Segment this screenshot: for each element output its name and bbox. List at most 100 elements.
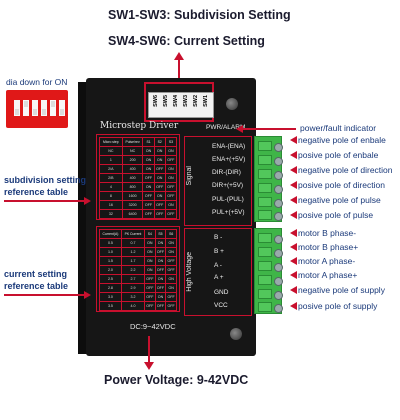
label-enable-positive: posive pole of enbale <box>298 150 379 160</box>
current-table-frame <box>96 226 180 312</box>
table-cell: OFF <box>153 182 166 192</box>
terminal-slot <box>258 210 272 220</box>
label-arrow-icon <box>290 286 297 294</box>
table-header-cell: Pulse/rev <box>121 137 144 147</box>
table-cell: OFF <box>164 191 178 201</box>
mounting-screw-icon <box>230 328 242 340</box>
table-cell: OFF <box>164 209 178 219</box>
table-header-row: Micro step Pulse/rev S1 S2 S3 <box>99 137 178 147</box>
power-group-frame <box>184 228 252 316</box>
table-cell: 1600 <box>121 191 144 201</box>
table-cell: ON <box>153 173 166 183</box>
table-cell: OFF <box>142 191 155 201</box>
indicator-connector-line <box>240 128 296 130</box>
dip-knob <box>60 109 64 115</box>
table-header-cell: S1 <box>142 137 155 147</box>
pin-label-ena-neg: ENA-(ENA) <box>212 143 246 150</box>
label-arrow-icon <box>290 196 297 204</box>
switch-label: SW6 <box>153 95 159 107</box>
table-cell: OFF <box>154 247 167 257</box>
switch-label: SW4 <box>173 95 179 107</box>
label-motor-a-pos: motor A phase+ <box>298 270 358 280</box>
table-cell: OFF <box>154 283 167 293</box>
table-header-cell: Current(A) <box>99 229 122 239</box>
label-arrow-icon <box>290 302 297 310</box>
table-cell: 4.0 <box>120 301 146 311</box>
table-cell: ON <box>153 155 166 165</box>
table-cell: NC <box>121 146 144 156</box>
table-cell: ON <box>165 247 177 257</box>
table-cell: 0.7 <box>120 238 146 248</box>
terminal-slot <box>258 183 272 193</box>
high-voltage-label: High Voltage <box>186 252 193 292</box>
table-cell: OFF <box>142 173 155 183</box>
table-cell: 32 <box>99 209 123 219</box>
pin-label-dir-neg: DIR-(DIR) <box>212 169 241 176</box>
dip-note: dia down for ON <box>6 77 68 87</box>
table-cell: OFF <box>165 256 177 266</box>
label-arrow-icon <box>290 211 297 219</box>
dip-switch-block[interactable]: SW6 SW5 SW4 SW3 SW2 SW1 <box>148 92 214 118</box>
pin-label-a-neg: A - <box>214 262 222 269</box>
dip-slot <box>41 100 47 116</box>
header-subdivision-setting: SW1-SW3: Subdivision Setting <box>108 8 291 22</box>
label-arrow-icon <box>290 271 297 279</box>
table-cell: 8 <box>99 191 123 201</box>
label-current-line1: current setting <box>4 269 68 279</box>
terminal-slot <box>258 247 272 257</box>
table-cell: OFF <box>144 274 156 284</box>
label-supply-negative: negative pole of supply <box>298 285 385 295</box>
table-cell: ON <box>165 283 177 293</box>
table-header-cell: S4 <box>144 229 156 239</box>
header-connector-arrow <box>174 52 184 60</box>
pwr-alarm-label: PWR/ALARM <box>206 124 246 131</box>
terminal-screw-icon <box>274 212 283 221</box>
table-cell: ON <box>164 173 178 183</box>
label-arrow-icon <box>290 243 297 251</box>
dip-knob <box>15 109 19 115</box>
table-cell: ON <box>142 155 155 165</box>
table-cell: OFF <box>165 265 177 275</box>
label-motor-b-pos: motor B phase+ <box>298 242 359 252</box>
terminal-slot <box>258 169 272 179</box>
pin-label-gnd: GND <box>214 289 229 296</box>
pin-label-vcc: VCC <box>214 302 228 309</box>
driver-title: Microstep Driver <box>100 121 179 131</box>
table-header-cell: S5 <box>154 229 167 239</box>
power-terminal-block[interactable] <box>254 228 283 314</box>
table-cell: ON <box>142 182 155 192</box>
label-current-line2: reference table <box>4 281 69 291</box>
micro-table-frame <box>96 134 180 220</box>
label-arrow-icon <box>290 151 297 159</box>
table-cell: ON <box>154 274 167 284</box>
terminal-screw-icon <box>274 185 283 194</box>
label-subdivision-line2: reference table <box>4 187 69 197</box>
table-cell: OFF <box>142 209 155 219</box>
pin-label-pul-neg: PUL-(PUL) <box>212 196 244 203</box>
table-cell: OFF <box>154 265 167 275</box>
label-arrow-icon <box>290 181 297 189</box>
terminal-screw-icon <box>274 277 283 286</box>
signal-terminal-block[interactable] <box>254 136 283 222</box>
power-connector-line <box>148 336 150 364</box>
pin-label-b-neg: B - <box>214 234 223 241</box>
table-cell: 1.5 <box>99 256 122 266</box>
terminal-slot <box>258 302 272 312</box>
switch-label: SW2 <box>193 95 199 107</box>
label-motor-a-neg: motor A phase- <box>298 256 356 266</box>
table-cell: 16 <box>99 200 123 210</box>
table-cell: 2.9 <box>120 283 146 293</box>
dip-knob <box>33 109 37 115</box>
table-cell: ON <box>144 247 156 257</box>
table-cell: ON <box>144 256 156 266</box>
current-connector-arrow <box>84 290 91 299</box>
dip-slot <box>32 100 38 116</box>
terminal-slot <box>258 233 272 243</box>
table-cell: 3.2 <box>120 292 146 302</box>
